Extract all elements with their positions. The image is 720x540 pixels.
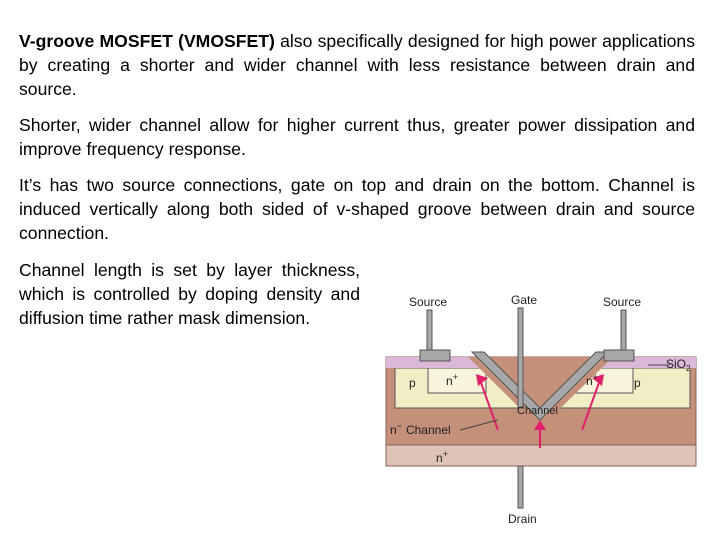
vmosfet-cross-section-diagram: Source Gate Source SiO2 p n+ n+ p Channe… (385, 293, 697, 526)
sio2-text: SiO (666, 357, 686, 371)
p-left-label: p (409, 376, 416, 390)
n-plus-left-label: n+ (446, 372, 458, 388)
vmosfet-intro-text: also specifically designed for high powe… (19, 31, 695, 99)
arrow-left (479, 379, 499, 431)
source-right-contact (603, 349, 635, 362)
sio2-label: SiO2 (666, 357, 691, 373)
source-left-stem (426, 309, 433, 351)
drain-stem (517, 465, 524, 509)
arrowhead-left (476, 374, 488, 386)
sio2-subscript: 2 (686, 364, 691, 373)
source-left-contact (419, 349, 451, 362)
n-plus-bottom-label: n+ (436, 449, 448, 465)
source-right-label: Source (603, 295, 641, 309)
drain-label: Drain (508, 512, 537, 526)
n-plus-bottom-n: n (436, 451, 443, 465)
n-minus-channel-text: Channel (406, 423, 451, 437)
n-plus-left-n: n (446, 374, 453, 388)
current-arrows (479, 379, 601, 448)
arrow-heads (476, 374, 604, 430)
channel-leader (459, 419, 499, 431)
gate-label: Gate (511, 293, 537, 307)
arrowhead-center (534, 420, 546, 430)
source-right-stem (620, 309, 627, 351)
n-minus-n: n (390, 423, 397, 437)
n-minus-channel-label: n−Channel (390, 421, 451, 437)
channel-center-label: Channel (517, 405, 558, 417)
source-left-label: Source (409, 295, 447, 309)
paragraph-channel-benefits: Shorter, wider channel allow for higher … (19, 115, 695, 159)
arrowhead-right (592, 374, 604, 386)
vmosfet-term: V-groove MOSFET (VMOSFET) (19, 31, 275, 51)
n-plus-right-n: n (586, 374, 593, 388)
paragraph-channel-length: Channel length is set by layer thickness… (19, 260, 360, 328)
p-right-label: p (634, 376, 641, 390)
arrow-right (581, 379, 601, 431)
n-plus-layer (385, 444, 697, 467)
gate-stem (517, 307, 524, 409)
paragraph-vmosfet-intro: V-groove MOSFET (VMOSFET) also specifica… (19, 29, 695, 101)
paragraph-connections: It’s has two source connections, gate on… (19, 175, 695, 243)
n-plus-right-label: n+ (586, 372, 598, 388)
